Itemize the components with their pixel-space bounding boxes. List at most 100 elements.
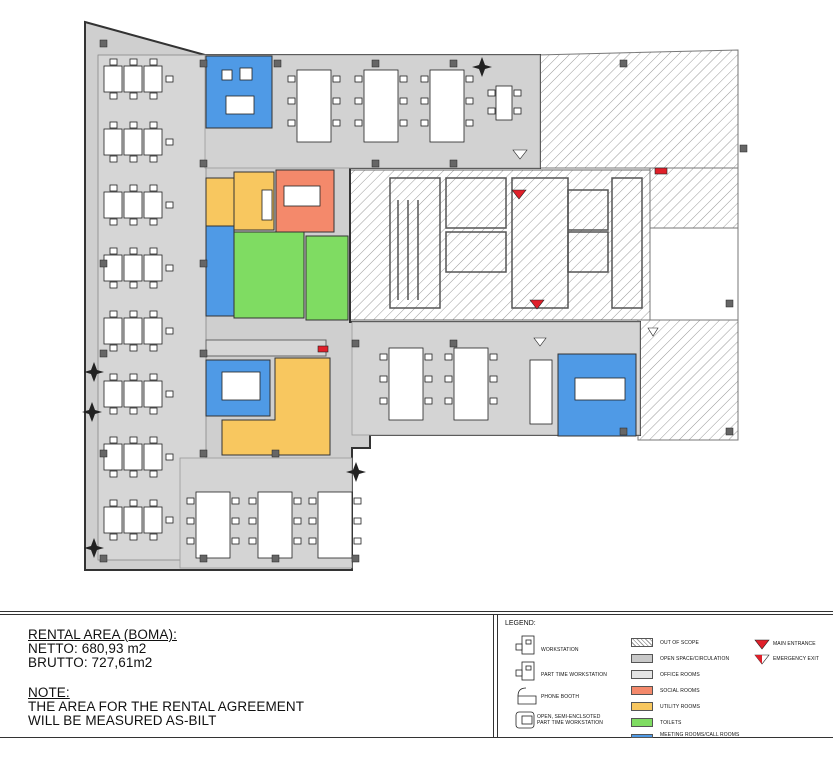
chair	[248, 537, 257, 545]
chair	[129, 218, 138, 226]
chair	[109, 121, 118, 129]
desk	[453, 347, 489, 421]
chair	[149, 281, 158, 289]
legend-part-time-label: PART TIME WORKSTATION	[541, 672, 607, 678]
structural-columns	[99, 39, 748, 563]
chair	[513, 89, 522, 97]
chair	[293, 497, 302, 505]
chair	[149, 218, 158, 226]
chair	[109, 218, 118, 226]
frame-divider	[493, 614, 494, 737]
main-entrance-icon	[754, 639, 770, 650]
legend-open-space-label: OPEN SPACE/CIRCULATION	[660, 656, 730, 662]
desk	[143, 317, 163, 345]
open-semi-enclosed-icon	[515, 711, 535, 729]
chair	[353, 497, 362, 505]
chair	[308, 517, 317, 525]
chair	[420, 119, 429, 127]
desk	[143, 191, 163, 219]
desk	[143, 506, 163, 534]
chair	[149, 247, 158, 255]
chair	[149, 58, 158, 66]
chair	[420, 97, 429, 105]
netto-area: NETTO: 680,93 m2	[28, 641, 147, 656]
desk	[495, 85, 513, 121]
utility-room-lower	[221, 357, 331, 456]
entrance-markers	[317, 149, 668, 353]
desk	[123, 191, 143, 219]
chair	[332, 119, 341, 127]
chair	[186, 537, 195, 545]
legend-entrance-icons	[754, 639, 770, 665]
chair	[332, 97, 341, 105]
chair	[231, 497, 240, 505]
chair	[308, 497, 317, 505]
swatch-office-rooms	[631, 670, 653, 679]
chair	[165, 516, 174, 524]
chair	[109, 407, 118, 415]
chair	[165, 264, 174, 272]
chair	[129, 92, 138, 100]
chair	[149, 310, 158, 318]
chair	[489, 375, 498, 383]
chair	[129, 247, 138, 255]
chair	[109, 373, 118, 381]
chair	[444, 375, 453, 383]
workstation-cluster-top	[287, 69, 522, 143]
chair	[149, 436, 158, 444]
chair	[399, 97, 408, 105]
chair	[149, 533, 158, 541]
chair	[444, 397, 453, 405]
swatch-open-space	[631, 654, 653, 663]
swatch-social-rooms	[631, 686, 653, 695]
legend-social-rooms-label: SOCIAL ROOMS	[660, 688, 700, 694]
desk	[103, 128, 123, 156]
chair	[109, 436, 118, 444]
chair	[109, 247, 118, 255]
chair	[465, 97, 474, 105]
desk	[123, 506, 143, 534]
chair	[379, 353, 388, 361]
desk	[123, 380, 143, 408]
chair	[109, 470, 118, 478]
desk	[529, 359, 553, 425]
chair	[513, 107, 522, 115]
legend-meeting-rooms-label: MEETING ROOMS/CALL ROOMS	[660, 732, 740, 738]
legend-utility-rooms-label: UTILITY ROOMS	[660, 704, 701, 710]
chair	[129, 407, 138, 415]
chair	[186, 517, 195, 525]
desk	[143, 65, 163, 93]
chair	[109, 533, 118, 541]
legend-emergency-exit-label: EMERGENCY EXIT	[773, 656, 820, 662]
chair	[465, 75, 474, 83]
chair	[489, 397, 498, 405]
chair	[231, 537, 240, 545]
core-walls	[389, 177, 643, 309]
chair	[353, 517, 362, 525]
chair	[424, 397, 433, 405]
chair	[231, 517, 240, 525]
legend-phone-booth-label: PHONE BOOTH	[541, 694, 580, 700]
chair	[420, 75, 429, 83]
workstation-cluster-bottom	[186, 491, 362, 559]
chair	[149, 92, 158, 100]
desk	[388, 347, 424, 421]
desk	[103, 317, 123, 345]
rental-area-title: RENTAL AREA (BOMA):	[28, 627, 177, 642]
chair	[109, 499, 118, 507]
chair	[149, 470, 158, 478]
chair	[308, 537, 317, 545]
toilets-1	[233, 231, 305, 319]
desk	[123, 65, 143, 93]
legend-main-entrance-label: MAIN ENTRANCE	[773, 641, 816, 647]
desk	[103, 254, 123, 282]
chair	[353, 537, 362, 545]
chair	[248, 517, 257, 525]
frame-line-bottom	[0, 737, 833, 738]
legend-open-label-2: PART TIME WORKSTATION	[537, 720, 603, 726]
plant-icons	[82, 57, 492, 558]
desk	[123, 128, 143, 156]
chair	[354, 75, 363, 83]
chair	[186, 497, 195, 505]
chair	[129, 121, 138, 129]
